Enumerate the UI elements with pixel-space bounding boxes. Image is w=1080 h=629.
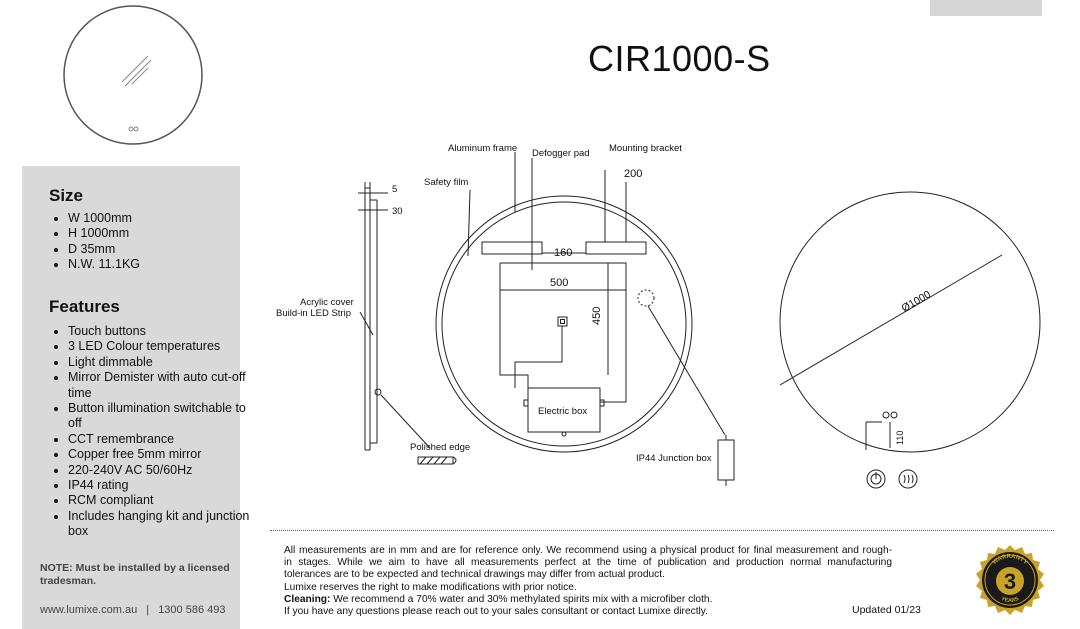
size-item: W 1000mm: [68, 211, 268, 226]
cleaning-text: We recommend a 70% water and 30% methyla…: [330, 593, 713, 605]
size-heading: Size: [49, 186, 84, 205]
features-heading: Features: [49, 297, 120, 316]
size-item: D 35mm: [68, 242, 268, 257]
dim-450-label: 450: [591, 307, 603, 325]
feature-item: Light dimmable: [68, 355, 258, 370]
feature-item: 3 LED Colour temperatures: [68, 339, 258, 354]
warranty-badge-icon: WARRANTY 3 YEARS: [976, 545, 1044, 615]
contact-line: www.lumixe.com.au | 1300 586 493: [40, 604, 225, 616]
features-list: Touch buttons 3 LED Colour temperatures …: [22, 324, 258, 540]
mirror-thumbnail: [63, 5, 203, 145]
installation-note: NOTE: Must be installed by a licensed tr…: [40, 562, 235, 588]
junction-box-label: IP44 Junction box: [636, 453, 712, 464]
dim-5-label: 5: [392, 184, 397, 195]
feature-item: Mirror Demister with auto cut-off time: [68, 370, 258, 401]
disclaimer-line: tolerances are to be expected and techni…: [284, 569, 665, 581]
cleaning-label: Cleaning:: [284, 593, 331, 605]
dim-30-label: 30: [392, 206, 403, 217]
note-label: NOTE:: [40, 562, 73, 574]
feature-item: Copper free 5mm mirror: [68, 447, 258, 462]
feature-item: RCM compliant: [68, 493, 258, 508]
disclaimer: All measurements are in mm and are for r…: [284, 545, 892, 618]
disclaimer-line: All measurements are in mm and are for r…: [284, 545, 892, 556]
updated-date: Updated 01/23: [852, 604, 921, 616]
safety-film-label: Safety film: [424, 177, 468, 188]
aluminum-frame-label: Aluminum frame: [448, 143, 517, 154]
model-title: CIR1000-S: [588, 38, 771, 79]
diameter-label: Ø1000: [900, 288, 933, 314]
warranty-bottom-text: YEARS: [1000, 596, 1020, 604]
polished-edge-label: Polished edge: [410, 442, 470, 453]
feature-item: IP44 rating: [68, 478, 258, 493]
feature-item: Touch buttons: [68, 324, 258, 339]
feature-item: Includes hanging kit and junction box: [68, 509, 258, 540]
disclaimer-line: If you have any questions please reach o…: [284, 606, 708, 618]
specs-panel: Size W 1000mm H 1000mm D 35mm N.W. 11.1K…: [22, 166, 249, 629]
dim-500-label: 500: [550, 277, 568, 289]
dim-160-label: 160: [554, 247, 572, 259]
website-link[interactable]: www.lumixe.com.au: [40, 604, 138, 616]
feature-item: Button illumination switchable to off: [68, 401, 258, 432]
dim-200-label: 200: [624, 168, 642, 180]
dim-110-label: 110: [895, 431, 905, 445]
contact-separator: |: [146, 604, 150, 616]
footer-divider: [270, 530, 1054, 531]
cleaning-line: Cleaning: We recommend a 70% water and 3…: [284, 594, 892, 606]
top-tab: [930, 0, 1042, 16]
led-strip-label: Build-in LED Strip: [276, 308, 351, 319]
size-item: H 1000mm: [68, 226, 268, 241]
technical-drawing: 5 30 Acrylic cover Build-in LED Strip Po…: [276, 143, 1041, 489]
defogger-pad-label: Defogger pad: [532, 148, 590, 159]
feature-item: 220-240V AC 50/60Hz: [68, 463, 258, 478]
acrylic-cover-label: Acrylic cover: [300, 297, 354, 308]
disclaimer-line: in stages. While we aim to have all meas…: [284, 557, 892, 569]
mounting-bracket-label: Mounting bracket: [609, 143, 682, 154]
phone-number[interactable]: 1300 586 493: [158, 604, 226, 616]
feature-item: CCT remembrance: [68, 432, 258, 447]
disclaimer-line: Lumixe reserves the right to make modifi…: [284, 581, 577, 593]
note-text: Must be installed by a licensed tradesma…: [40, 562, 230, 587]
size-item: N.W. 11.1KG: [68, 257, 268, 272]
warranty-number: 3: [1004, 569, 1016, 594]
size-list: W 1000mm H 1000mm D 35mm N.W. 11.1KG: [22, 211, 268, 273]
electric-box-label: Electric box: [538, 406, 587, 417]
